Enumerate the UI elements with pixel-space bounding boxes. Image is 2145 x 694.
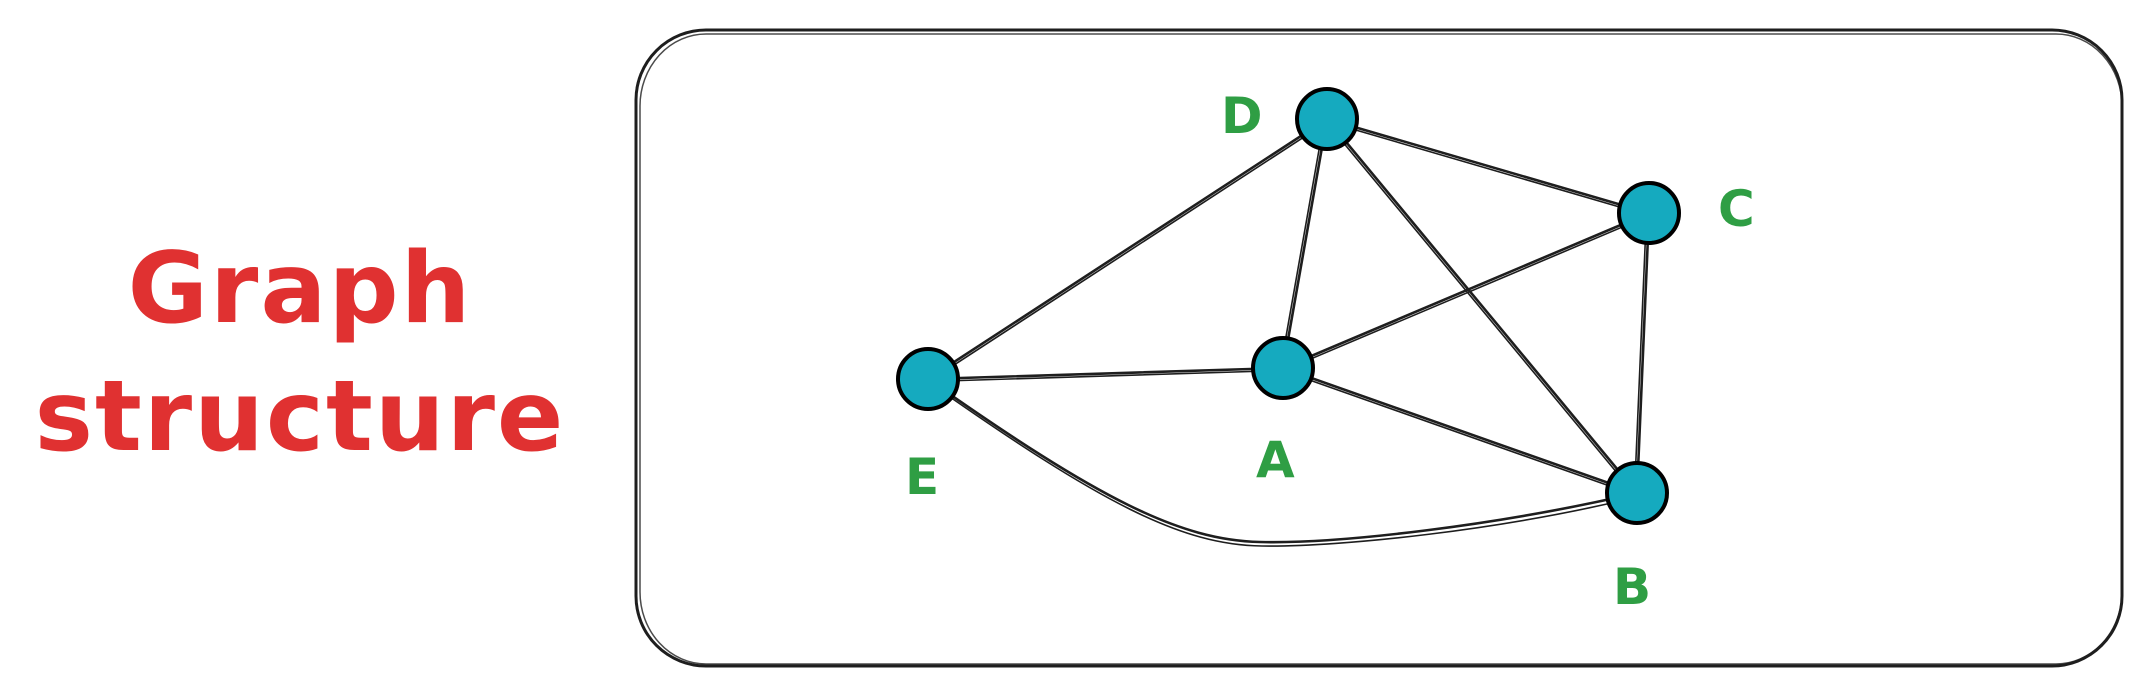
edge-e-b bbox=[926, 377, 1639, 547]
node-label-a: A bbox=[1256, 431, 1295, 489]
edge-e-a bbox=[926, 366, 1285, 383]
edge-a-b bbox=[1281, 366, 1639, 497]
edge-e-d bbox=[926, 117, 1330, 382]
edge-d-b bbox=[1324, 117, 1639, 496]
node-label-e: E bbox=[905, 448, 939, 506]
node-b bbox=[1605, 461, 1669, 525]
graph-labels: D C E A B bbox=[905, 87, 1755, 616]
diagram-title: Graph structure bbox=[20, 225, 580, 481]
graph-edges bbox=[926, 117, 1651, 547]
edge-d-c bbox=[1325, 117, 1651, 217]
title-line-2: structure bbox=[34, 360, 566, 474]
node-label-c: C bbox=[1718, 180, 1755, 238]
node-label-d: D bbox=[1221, 87, 1263, 145]
edge-c-b bbox=[1633, 211, 1651, 495]
node-e bbox=[896, 347, 960, 411]
node-a bbox=[1251, 336, 1315, 400]
node-label-b: B bbox=[1613, 558, 1651, 616]
node-c bbox=[1617, 181, 1681, 245]
edge-a-c bbox=[1281, 211, 1651, 372]
graph-nodes bbox=[896, 87, 1681, 525]
graph-frame bbox=[634, 28, 2124, 668]
node-d bbox=[1295, 87, 1359, 151]
title-line-1: Graph bbox=[127, 232, 473, 346]
edge-d-a bbox=[1279, 117, 1329, 370]
